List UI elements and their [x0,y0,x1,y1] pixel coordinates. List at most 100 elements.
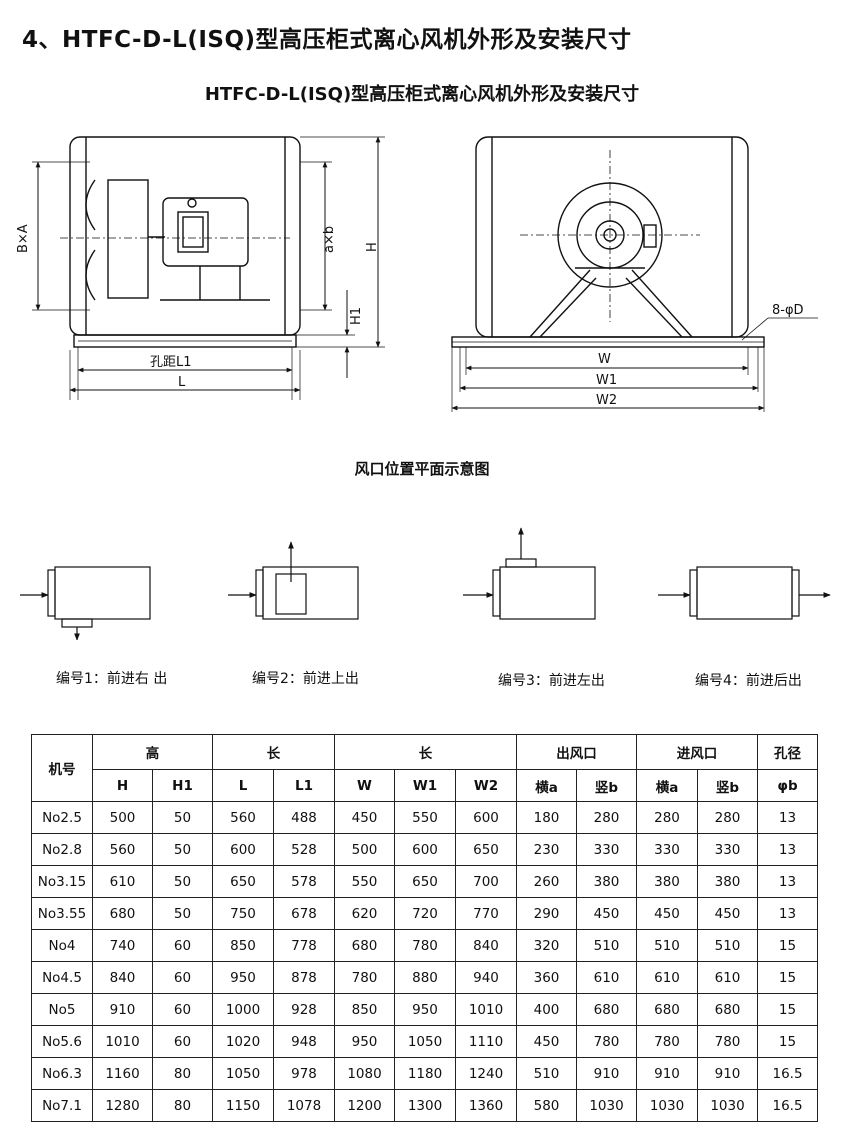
value-cell: 510 [697,929,759,962]
l-label: L [178,375,186,390]
value-cell: 488 [273,801,335,834]
value-cell: 60 [152,993,213,1026]
axb-label: a×b [322,226,337,253]
value-cell: 1050 [212,1057,274,1090]
side-view-labels: B×A a×b H H1 孔距L1 L [16,224,380,390]
dimension-drawings: B×A a×b H H1 孔距L1 L [16,136,818,412]
sub-header-cell: 竖b [576,769,638,802]
value-cell: 1110 [454,1025,518,1058]
value-cell: 650 [454,833,518,866]
value-cell: 910 [92,993,153,1026]
duct-sketch-2 [228,541,359,620]
sub-header-cell: W [334,769,395,802]
value-cell: 60 [152,961,213,994]
value-cell: 678 [273,897,335,930]
value-cell: 950 [212,961,274,994]
value-cell: 1050 [394,1025,456,1058]
value-cell: 16.5 [757,1089,819,1122]
duct-position-2-caption: 编号2：前进上出 [252,671,359,687]
duct-position-3-caption: 编号3：前进左出 [498,673,605,689]
value-cell: 380 [697,865,759,898]
value-cell: 1010 [454,993,518,1026]
value-cell: 330 [576,833,638,866]
header-width: 长 [333,734,518,770]
value-cell: 680 [697,993,759,1026]
front-view-labels: 8-φD W W1 W2 [596,303,804,408]
duct-position-title: 风口位置平面示意图 [354,460,490,478]
value-cell: 16.5 [757,1057,819,1090]
value-cell: 1280 [92,1089,153,1122]
value-cell: 510 [576,929,638,962]
value-cell: 840 [92,961,153,994]
value-cell: 230 [516,833,578,866]
sub-header-cell: L1 [273,769,335,802]
model-cell: No5 [31,993,93,1026]
value-cell: 778 [273,929,335,962]
model-cell: No2.8 [31,833,93,866]
value-cell: 928 [273,993,335,1026]
value-cell: 290 [516,897,578,930]
value-cell: 15 [757,929,819,962]
value-cell: 450 [516,1025,578,1058]
value-cell: 450 [636,897,699,930]
sub-header-cell: 竖b [697,769,759,802]
value-cell: 450 [334,801,395,834]
value-cell: 1030 [576,1089,638,1122]
value-cell: 610 [697,961,759,994]
value-cell: 380 [576,865,638,898]
sub-header-cell: W1 [394,769,456,802]
value-cell: 280 [697,801,759,834]
value-cell: 610 [92,865,153,898]
value-cell: 950 [334,1025,395,1058]
header-model: 机号 [31,734,93,802]
model-cell: No4 [31,929,93,962]
value-cell: 720 [394,897,456,930]
duct-sketch-4 [658,566,831,620]
value-cell: 910 [636,1057,699,1090]
value-cell: 15 [757,961,819,994]
value-cell: 510 [636,929,699,962]
value-cell: 910 [576,1057,638,1090]
value-cell: 380 [636,865,699,898]
value-cell: 680 [576,993,638,1026]
sub-header-cell: 横a [516,769,578,802]
value-cell: 1360 [454,1089,518,1122]
value-cell: 780 [636,1025,699,1058]
value-cell: 1160 [92,1057,153,1090]
value-cell: 400 [516,993,578,1026]
sub-header-cell: H [92,769,153,802]
value-cell: 770 [454,897,518,930]
value-cell: 780 [697,1025,759,1058]
value-cell: 950 [394,993,456,1026]
value-cell: 1030 [636,1089,699,1122]
value-cell: 1078 [273,1089,335,1122]
value-cell: 600 [212,833,274,866]
value-cell: 1010 [92,1025,153,1058]
value-cell: 880 [394,961,456,994]
value-cell: 280 [636,801,699,834]
model-cell: No2.5 [31,801,93,834]
value-cell: 80 [152,1057,213,1090]
value-cell: 320 [516,929,578,962]
duct-sketch-3 [463,527,596,620]
value-cell: 80 [152,1089,213,1122]
value-cell: 1180 [394,1057,456,1090]
value-cell: 60 [152,929,213,962]
value-cell: 510 [516,1057,578,1090]
value-cell: 878 [273,961,335,994]
value-cell: 1300 [394,1089,456,1122]
value-cell: 13 [757,865,819,898]
front-view [451,136,818,412]
value-cell: 650 [212,865,274,898]
value-cell: 610 [636,961,699,994]
value-cell: 600 [394,833,456,866]
value-cell: 280 [576,801,638,834]
value-cell: 910 [697,1057,759,1090]
drawing-title: HTFC-D-L(ISQ)型高压柜式离心风机外形及安装尺寸 [204,84,640,105]
